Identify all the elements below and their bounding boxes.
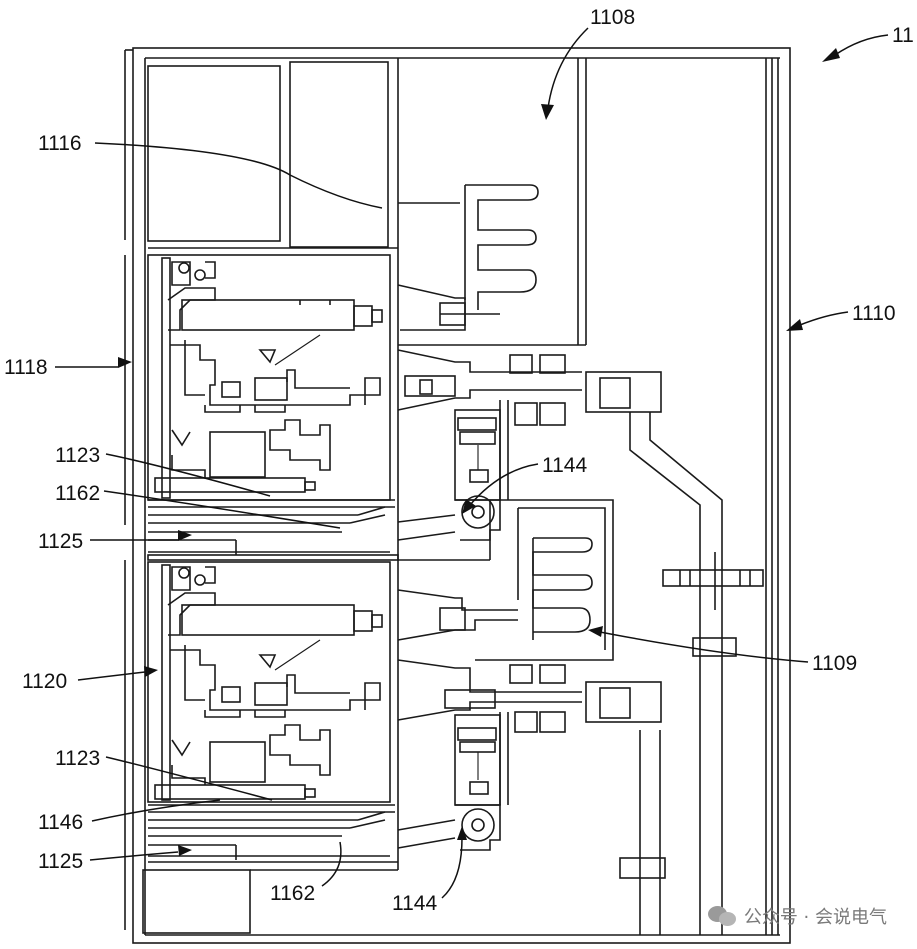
label-1109: 1109: [812, 652, 857, 675]
label-1144-upper: 1144: [542, 454, 587, 477]
label-11: 11: [892, 24, 914, 47]
label-1118: 1118: [4, 356, 48, 379]
lv-compartment: [147, 61, 398, 249]
watermark: 公众号 · 会说电气: [707, 903, 887, 929]
label-1144-lower: 1144: [392, 892, 437, 915]
lower-contacts: [397, 659, 662, 851]
label-1110: 1110: [852, 302, 896, 325]
upper-shelf: [147, 499, 399, 561]
wechat-icon: [707, 904, 738, 928]
label-1108: 1108: [590, 6, 635, 29]
label-1125-lower: 1125: [38, 850, 83, 873]
label-1146: 1146: [38, 811, 83, 834]
upper-breaker-drawer: [147, 254, 391, 501]
label-1162-lower: 1162: [270, 882, 315, 905]
label-1125-upper: 1125: [38, 530, 83, 553]
label-1123-lower: 1123: [55, 747, 100, 770]
enclosure: [124, 47, 791, 944]
cable-chamber: [397, 499, 614, 661]
lower-shelf: [148, 804, 398, 863]
leader-lines: [55, 27, 889, 899]
label-1116: 1116: [38, 132, 82, 155]
watermark-text: 公众号 · 会说电气: [743, 907, 887, 928]
bottom-compartment: [142, 869, 398, 934]
label-1120: 1120: [22, 670, 67, 693]
label-1162-upper: 1162: [55, 482, 100, 505]
lower-breaker-drawer: [147, 561, 391, 803]
ground-bus: [619, 552, 764, 935]
busbar-chamber: [397, 58, 587, 346]
reference-labels: 11 1108 1116 1110 1118 1144 1123 1162 11…: [4, 6, 914, 915]
label-1123-upper: 1123: [55, 444, 100, 467]
upper-contacts: [397, 349, 723, 935]
